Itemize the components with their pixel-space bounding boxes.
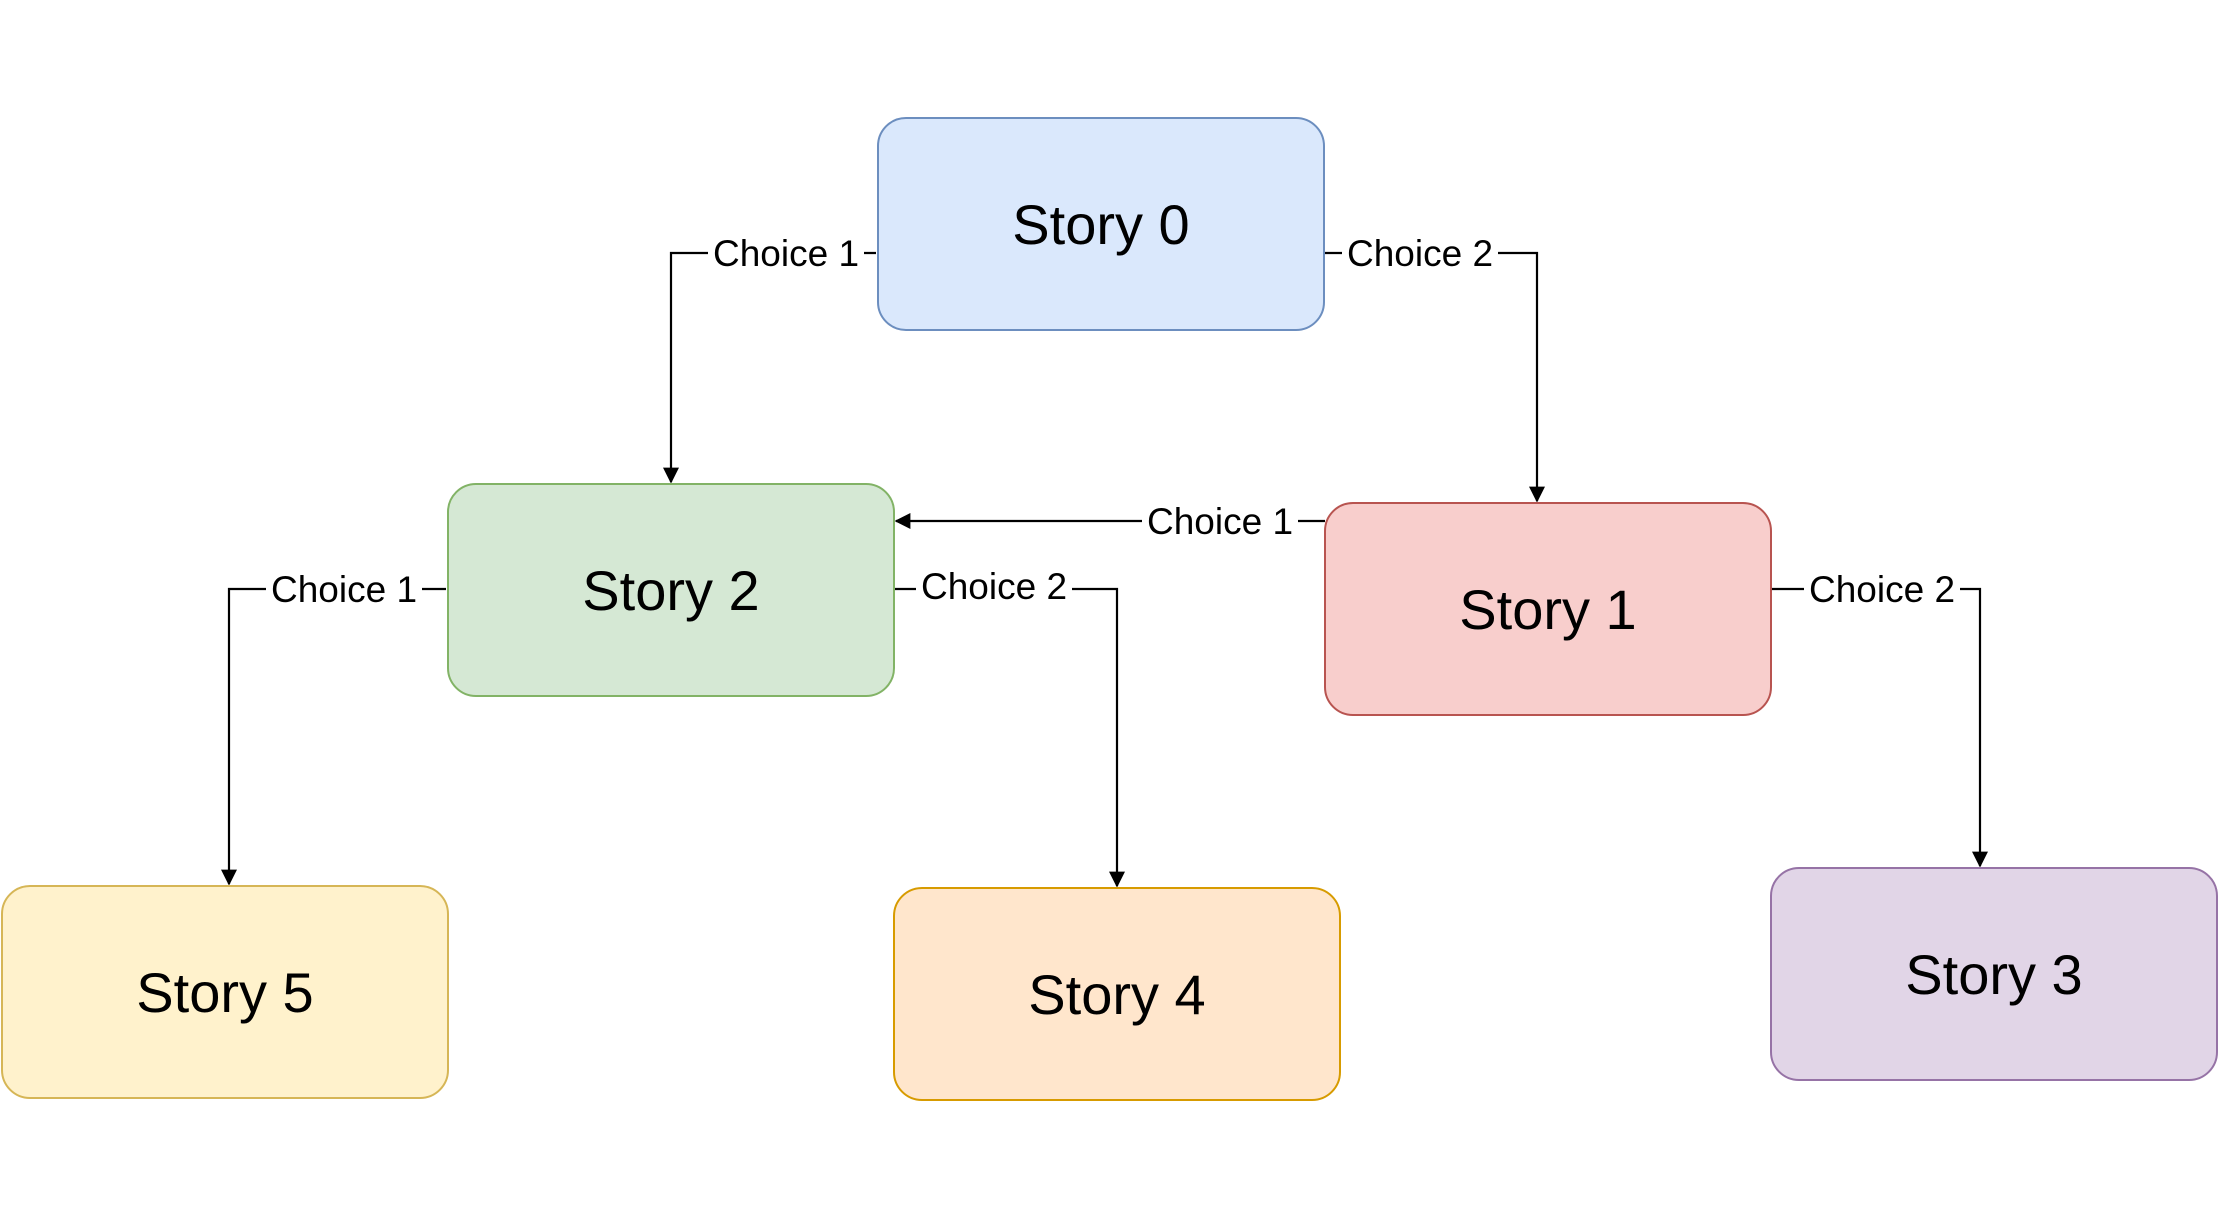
edge-label-text: Choice 1 [1147, 501, 1293, 542]
node-story-0[interactable]: Story 0 [877, 117, 1325, 331]
edge-label-story0-choice2: Choice 2 [1342, 230, 1498, 276]
node-label: Story 2 [582, 559, 759, 622]
edge-story0-choice2[interactable] [1325, 251, 1545, 503]
edge-label-story2-choice2: Choice 2 [916, 563, 1072, 609]
edge-label-story1-choice1: Choice 1 [1142, 498, 1298, 544]
edge-story2-choice1[interactable] [221, 587, 446, 886]
edge-label-text: Choice 1 [271, 569, 417, 610]
node-label: Story 0 [1012, 193, 1189, 256]
edge-label-story1-choice2: Choice 2 [1804, 566, 1960, 612]
edge-story0-choice1[interactable] [663, 251, 876, 484]
edge-label-story2-choice1: Choice 1 [266, 566, 422, 612]
edge-label-text: Choice 2 [1347, 233, 1493, 274]
edge-label-story0-choice1: Choice 1 [708, 230, 864, 276]
node-story-1[interactable]: Story 1 [1324, 502, 1772, 716]
nodes: Story 0 Story 1 Story 2 Story 3 Story 4 … [1, 117, 2218, 1101]
edge-label-text: Choice 2 [921, 566, 1067, 607]
edge-labels: Choice 1 Choice 2 Choice 1 Choice 2 Choi… [266, 230, 1960, 612]
node-label: Story 5 [136, 961, 313, 1024]
node-story-5[interactable]: Story 5 [1, 885, 449, 1099]
node-story-3[interactable]: Story 3 [1770, 867, 2218, 1081]
edge-label-text: Choice 1 [713, 233, 859, 274]
node-story-4[interactable]: Story 4 [893, 887, 1341, 1101]
node-label: Story 3 [1905, 943, 2082, 1006]
node-label: Story 4 [1028, 963, 1205, 1026]
node-story-2[interactable]: Story 2 [447, 483, 895, 697]
edge-story2-choice2[interactable] [895, 587, 1125, 888]
node-label: Story 1 [1459, 578, 1636, 641]
edge-label-text: Choice 2 [1809, 569, 1955, 610]
edge-story1-choice2[interactable] [1771, 587, 1988, 868]
